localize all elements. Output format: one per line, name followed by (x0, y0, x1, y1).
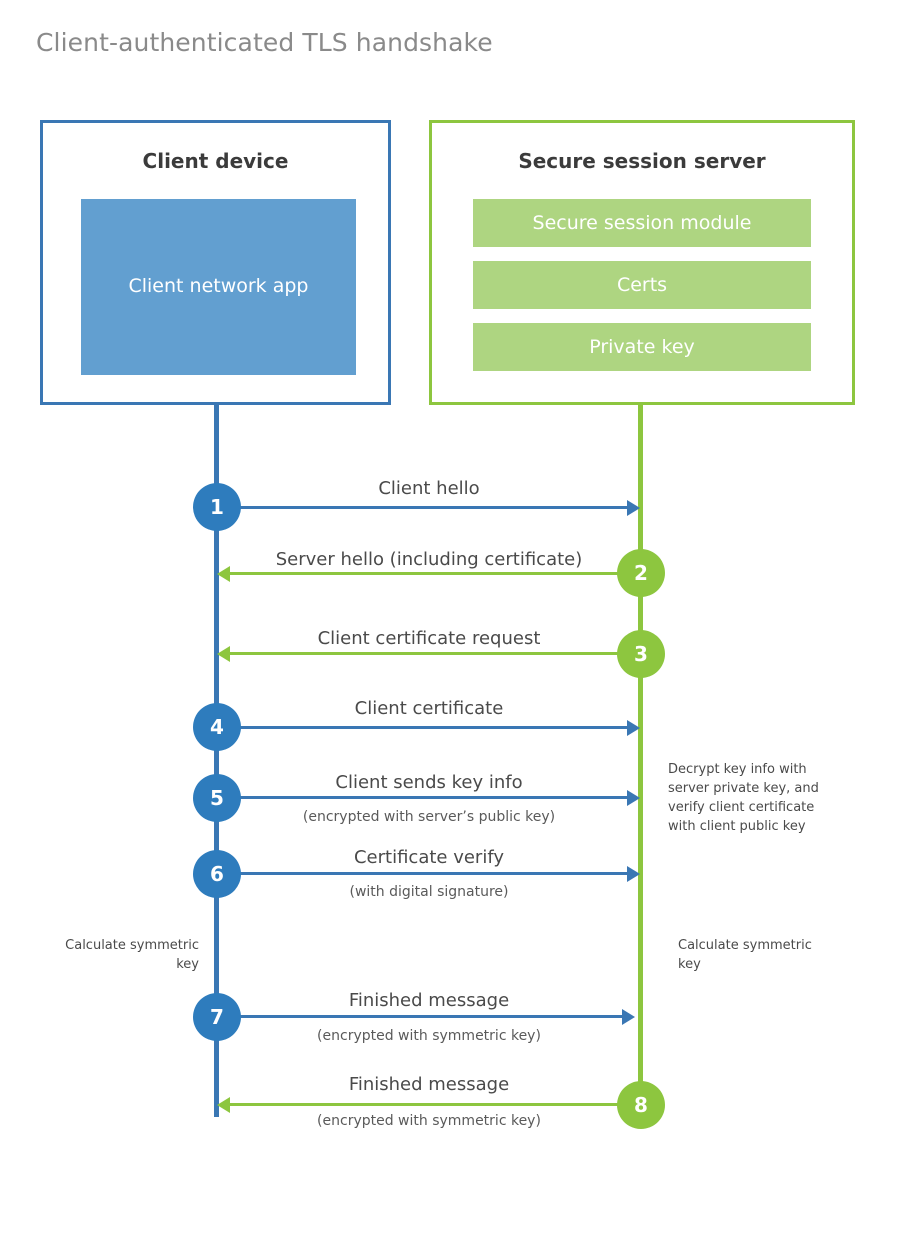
secure-session-server-title: Secure session server (518, 149, 766, 173)
step-badge-1: 1 (193, 483, 241, 531)
arrowhead-left-3 (217, 646, 230, 662)
message-line-7 (217, 1015, 622, 1018)
message-line-6 (217, 872, 627, 875)
server-component-secure-session-module: Secure session module (473, 199, 811, 247)
server-lifeline (638, 405, 643, 1105)
message-label-2: Server hello (including certificate) (275, 549, 583, 570)
step-badge-5: 5 (193, 774, 241, 822)
client-device-box: Client device Client network app (40, 120, 391, 405)
arrowhead-left-8 (217, 1097, 230, 1113)
arrowhead-right-4 (627, 720, 640, 736)
arrowhead-right-5 (627, 790, 640, 806)
message-sublabel-6: (with digital signature) (349, 884, 509, 900)
step-badge-8: 8 (617, 1081, 665, 1129)
note-client-calculate-symmetric-key: Calculate symmetric key (65, 938, 199, 972)
step-badge-6: 6 (193, 850, 241, 898)
message-line-4 (217, 726, 627, 729)
note-server-calculate-symmetric-key: Calculate symmetric key (678, 938, 812, 972)
arrowhead-right-1 (627, 500, 640, 516)
message-sublabel-5: (encrypted with server’s public key) (302, 809, 556, 825)
message-line-5 (217, 796, 627, 799)
server-component-private-key: Private key (473, 323, 811, 371)
step-badge-3: 3 (617, 630, 665, 678)
message-line-2 (230, 572, 641, 575)
arrowhead-right-7 (622, 1009, 635, 1025)
message-label-6: Certificate verify (353, 847, 505, 868)
note-server-decrypt: Decrypt key info with server private key… (668, 762, 819, 834)
step-badge-4: 4 (193, 703, 241, 751)
client-lifeline (214, 405, 219, 1117)
server-components-list: Secure session module Certs Private key (473, 199, 811, 371)
secure-session-server-box: Secure session server Secure session mod… (429, 120, 855, 405)
server-component-certs: Certs (473, 261, 811, 309)
arrowhead-right-6 (627, 866, 640, 882)
message-line-3 (230, 652, 641, 655)
message-sublabel-8: (encrypted with symmetric key) (317, 1113, 541, 1129)
message-label-5: Client sends key info (335, 772, 523, 793)
message-line-8 (230, 1103, 641, 1106)
message-label-7: Finished message (348, 990, 510, 1011)
step-badge-7: 7 (193, 993, 241, 1041)
client-device-title: Client device (142, 149, 289, 173)
message-line-1 (217, 506, 627, 509)
message-label-4: Client certificate (354, 698, 504, 719)
client-network-app-block: Client network app (81, 199, 356, 375)
step-badge-2: 2 (617, 549, 665, 597)
message-label-8: Finished message (348, 1074, 510, 1095)
message-label-3: Client certificate request (317, 628, 541, 649)
message-sublabel-7: (encrypted with symmetric key) (317, 1028, 541, 1044)
message-label-1: Client hello (378, 478, 480, 499)
arrowhead-left-2 (217, 566, 230, 582)
page-title: Client-authenticated TLS handshake (36, 28, 493, 57)
